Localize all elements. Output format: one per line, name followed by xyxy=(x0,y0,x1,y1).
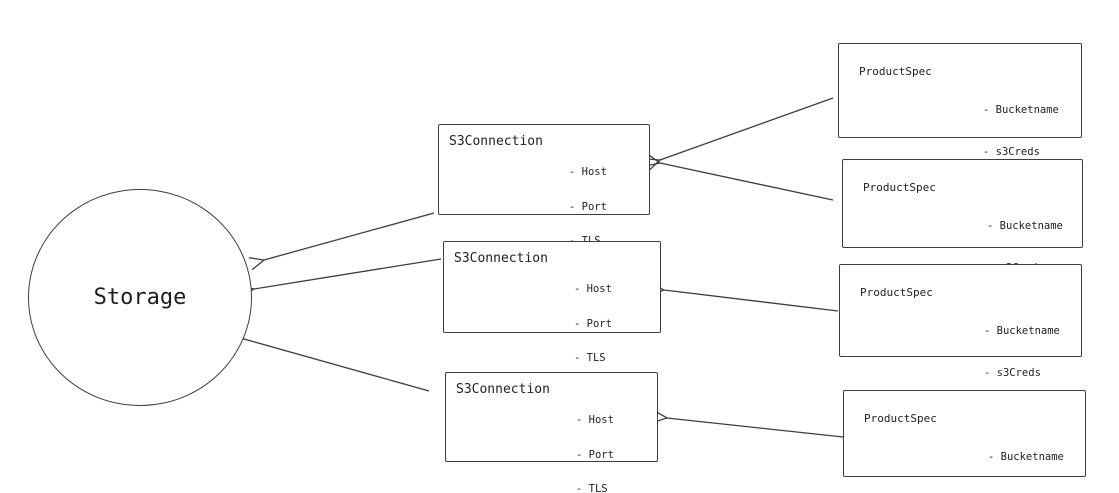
attribute: - Port xyxy=(569,200,607,213)
attribute-list: - Host - Port - TLS xyxy=(576,392,614,493)
arrow-product-spec-4-to-s3-connection-3 xyxy=(667,418,844,438)
attribute: - Bucketname xyxy=(987,220,1063,232)
attribute: - Bucketname xyxy=(984,325,1060,337)
arrow-product-spec-2-to-s3-connection-1 xyxy=(660,163,834,201)
s3-connection-node-2: S3Connection - Host - Port - TLS xyxy=(443,241,661,364)
attribute: - Host xyxy=(574,283,612,295)
attribute: - Port xyxy=(576,448,614,461)
attribute: - Bucketname xyxy=(988,451,1064,463)
node-title: ProductSpec xyxy=(864,412,937,425)
attribute: - TLS xyxy=(576,483,608,493)
s3-connection-node-1: S3Connection - Host - Port - TLS xyxy=(438,124,650,247)
attribute: - Port xyxy=(574,317,612,330)
arrow-s3-connection-1-to-storage xyxy=(264,212,435,260)
product-spec-node-3: ProductSpec - Bucketname - s3Creds xyxy=(839,264,1082,379)
storage-node: Storage xyxy=(28,189,252,406)
arrow-product-spec-3-to-s3-connection-2 xyxy=(664,290,839,312)
attribute: - s3Creds xyxy=(984,367,1041,379)
attribute: - Host xyxy=(569,166,607,178)
s3-connection-node-3: S3Connection - Host - Port - TLS xyxy=(445,372,658,493)
attribute-list: - Host - Port - TLS xyxy=(574,261,612,388)
node-title: ProductSpec xyxy=(860,286,933,299)
node-title: ProductSpec xyxy=(859,65,932,78)
arrow-product-spec-1-to-s3-connection-1 xyxy=(660,97,834,160)
attribute-list: - Bucketname - s3Creds xyxy=(983,75,1059,187)
arrow-s3-connection-2-to-storage xyxy=(254,258,442,289)
product-spec-node-1: ProductSpec - Bucketname - s3Creds xyxy=(838,43,1082,158)
attribute: - Host xyxy=(576,414,614,426)
node-title: S3Connection xyxy=(456,382,550,397)
node-title: S3Connection xyxy=(449,134,543,149)
attribute: - s3Creds xyxy=(983,146,1040,158)
product-spec-node-4: ProductSpec - Bucketname - s3Creds xyxy=(843,390,1086,477)
node-title: S3Connection xyxy=(454,251,548,266)
attribute-list: - Bucketname - s3Creds xyxy=(984,296,1060,408)
attribute: - TLS xyxy=(574,352,606,364)
attribute: - Bucketname xyxy=(983,104,1059,116)
attribute-list: - Bucketname - s3Creds xyxy=(988,422,1064,493)
node-title: ProductSpec xyxy=(863,181,936,194)
product-spec-node-2: ProductSpec - Bucketname - s3Creds xyxy=(842,159,1083,274)
storage-label: Storage xyxy=(93,285,187,310)
arrow-s3-connection-3-to-storage xyxy=(244,339,430,392)
